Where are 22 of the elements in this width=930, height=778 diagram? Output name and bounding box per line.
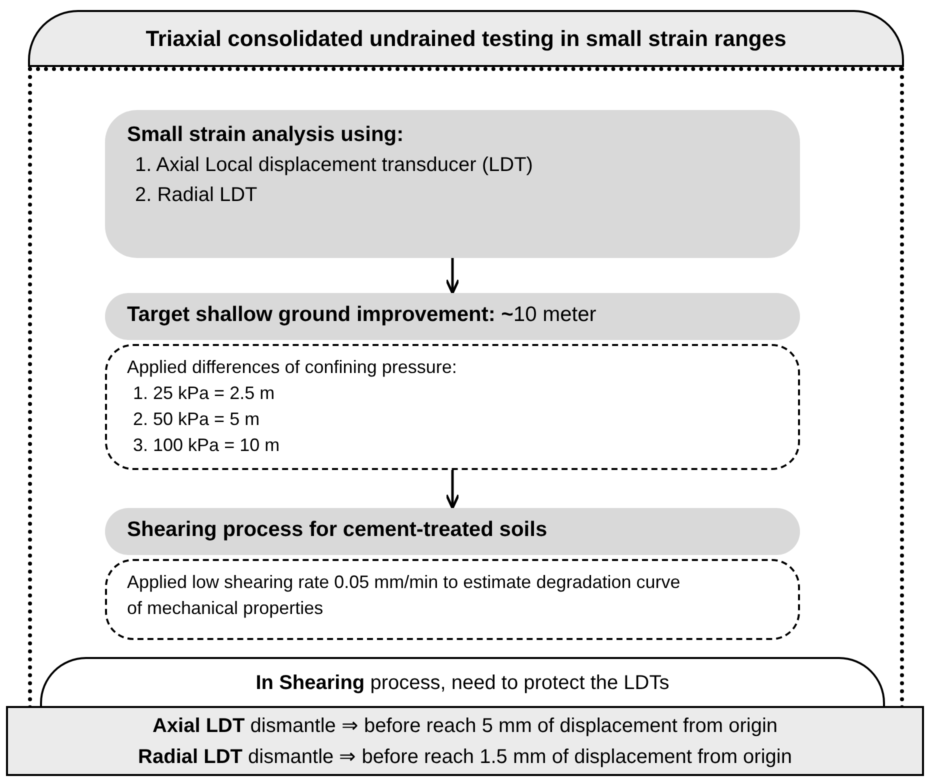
list-item: 1. Axial Local displacement transducer (LDT) [134, 153, 534, 178]
list-item: 1. 25 kPa = 2.5 m [132, 382, 276, 405]
process-box [105, 110, 800, 258]
note-text: Radial LDT dismantle ⇒ before reach 1.5 mm of displacement from origin [138, 745, 792, 770]
dashed-box [105, 559, 800, 640]
list-item: 2. 50 kPa = 5 m [132, 408, 261, 431]
arrow [445, 470, 460, 510]
list-item: 2. Radial LDT [134, 183, 258, 208]
title: Triaxial consolidated undrained testing in small strain ranges [146, 25, 786, 53]
band-text: Shearing process for cement-treated soils [127, 517, 548, 543]
note-text: Axial LDT dismantle ⇒ before reach 5 mm of displacement from origin [152, 714, 778, 739]
band-text: Target shallow ground improvement: ~10 meter [127, 302, 598, 328]
process-band [105, 508, 800, 555]
process-band [105, 293, 800, 340]
note-text: In Shearing process, need to protect the LDTs [256, 671, 670, 696]
box-heading: Small strain analysis using: [127, 122, 405, 148]
dashed-box [105, 344, 800, 470]
box-text: Applied low shearing rate 0.05 mm/min to estimate degradation curve of mechanical properties [127, 571, 682, 620]
arrow [445, 258, 460, 294]
note-box [6, 706, 924, 776]
list-item: 3. 100 kPa = 10 m [132, 434, 281, 457]
box-text: Applied differences of confining pressure: [127, 356, 458, 379]
